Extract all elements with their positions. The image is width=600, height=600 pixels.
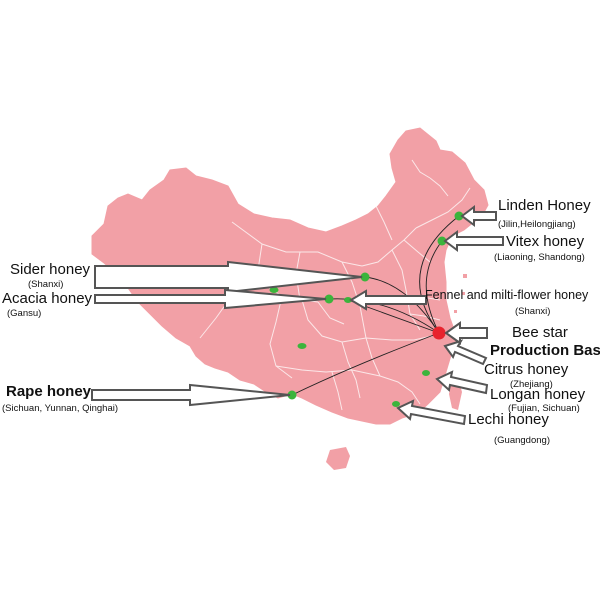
- acacia-honey-name: Acacia honey: [2, 290, 93, 307]
- coastal-island-shape: [454, 310, 457, 313]
- route-line: [328, 298, 440, 334]
- linden-honey-arrow: [460, 205, 497, 227]
- vitex-honey-label: Vitex honey (Liaoning, Shandong): [494, 233, 585, 263]
- route-line: [419, 215, 460, 334]
- acacia-honey-arrow: [94, 288, 327, 310]
- production-base-marker: [432, 326, 446, 340]
- production-base-label: Bee star Production Base: [490, 325, 600, 358]
- fennel-honey-name: Fennel and milti-flower honey: [425, 288, 589, 302]
- rape-honey-name: Rape honey: [6, 383, 92, 400]
- pointer-arrows: [91, 205, 504, 426]
- linden-honey-label: Linden Honey (Jilin,Heilongjiang): [498, 198, 591, 230]
- rape-honey-arrow: [91, 383, 291, 407]
- routes: [291, 215, 460, 396]
- route-line: [291, 332, 440, 396]
- fennel-honey-arrow: [349, 289, 427, 311]
- longan-honey-name: Longan honey: [490, 386, 586, 403]
- fennel-honey-label: Fennel and milti-flower honey (Shanxi): [425, 289, 588, 316]
- coastal-island-shape: [462, 292, 465, 295]
- honey-sites: [269, 211, 464, 407]
- production-base-line2: Production Base: [490, 342, 600, 359]
- longan-honey-region: (Fujian, Sichuan): [508, 403, 580, 414]
- citrus-honey-name: Citrus honey: [484, 361, 569, 378]
- sider-honey-arrow: [94, 260, 363, 294]
- fennel-honey-site: [344, 297, 352, 303]
- citrus-honey-region: (Zhejiang): [510, 379, 553, 390]
- acacia-honey-region: (Gansu): [7, 308, 42, 319]
- citrus-honey-site: [422, 370, 430, 376]
- sider-honey-name: Sider honey: [10, 261, 91, 278]
- longan-honey-label: Longan honey (Fujian, Sichuan): [490, 387, 585, 414]
- coastal-island-shape: [463, 274, 467, 278]
- citrus-honey-label: Citrus honey (Zhejiang): [484, 362, 568, 390]
- sider-honey-label: Sider honey (Shanxi): [10, 262, 90, 290]
- route-line: [425, 240, 443, 334]
- linden-honey-site: [454, 211, 464, 221]
- lechi-honey-arrow: [396, 399, 467, 426]
- sichuan-area-site: [297, 343, 307, 349]
- rape-honey-site: [287, 390, 297, 400]
- production-base-line1: Bee star: [512, 324, 568, 341]
- lechi-honey-name: Lechi honey: [468, 411, 549, 428]
- vitex-honey-arrow: [443, 230, 504, 252]
- longan-honey-arrow: [435, 370, 489, 395]
- lechi-honey-region: (Guangdong): [494, 435, 550, 446]
- linden-honey-name: Linden Honey: [498, 197, 591, 214]
- fennel-honey-region: (Shanxi): [515, 305, 551, 317]
- coastal-island-shape: [165, 214, 168, 217]
- vitex-honey-site: [437, 236, 447, 246]
- route-line: [364, 276, 440, 334]
- hainan-island-shape: [326, 447, 350, 470]
- vitex-honey-name: Vitex honey: [506, 233, 585, 250]
- vitex-honey-region: (Liaoning, Shandong): [494, 252, 585, 263]
- acacia-honey-label: Acacia honey (Gansu): [2, 291, 92, 319]
- longan-honey-site: [392, 401, 400, 407]
- sider-honey-region: (Shanxi): [28, 279, 64, 290]
- coastal-island-shape: [160, 210, 164, 214]
- rape-honey-region: (Sichuan, Yunnan, Qinghai): [2, 403, 119, 414]
- sider-honey-site: [360, 272, 370, 282]
- citrus-honey-arrow: [443, 339, 488, 366]
- rape-honey-label: Rape honey (Sichuan, Yunnan, Qinghai): [2, 383, 118, 414]
- lechi-honey-label: Lechi honey (Guangdong): [468, 412, 550, 446]
- gansu-area-site: [269, 287, 279, 293]
- linden-honey-region: (Jilin,Heilongjiang): [498, 219, 576, 230]
- acacia-honey-site: [324, 294, 334, 304]
